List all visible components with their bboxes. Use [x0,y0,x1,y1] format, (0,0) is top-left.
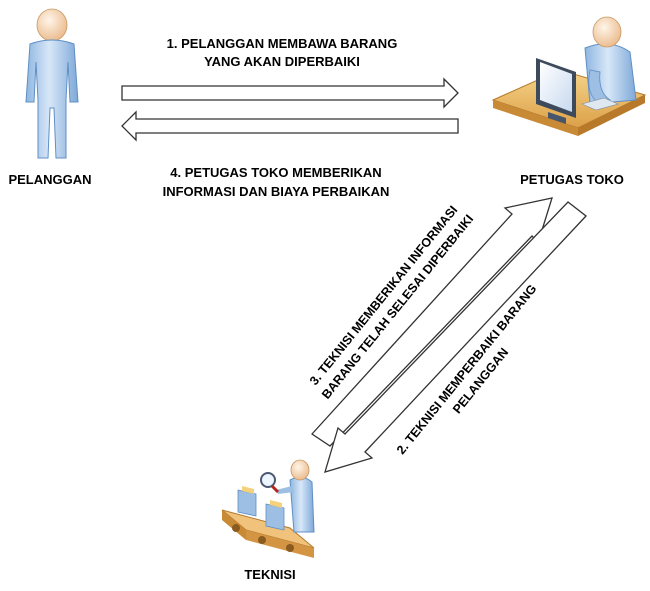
actor-label-shop-clerk: PETUGAS TOKO [520,172,624,187]
step-4-label-line-1: 4. PETUGAS TOKO MEMBERIKAN [170,165,381,180]
step-1-label-line-2: YANG AKAN DIPERBAIKI [204,54,360,69]
step-4-label-line-2: INFORMASI DAN BIAYA PERBAIKAN [163,184,390,199]
arrow-step-1 [121,77,459,109]
arrow-step-3 [311,197,553,447]
office-worker-icon [491,16,647,136]
actor-label-technician: TEKNISI [244,567,295,582]
arrow-step-2 [324,201,587,473]
person-icon [25,8,79,159]
technician-icon [221,459,315,558]
actor-label-customer: PELANGGAN [8,172,91,187]
step-1-label-line-1: 1. PELANGGAN MEMBAWA BARANG [167,36,398,51]
arrow-step-4 [121,110,459,142]
